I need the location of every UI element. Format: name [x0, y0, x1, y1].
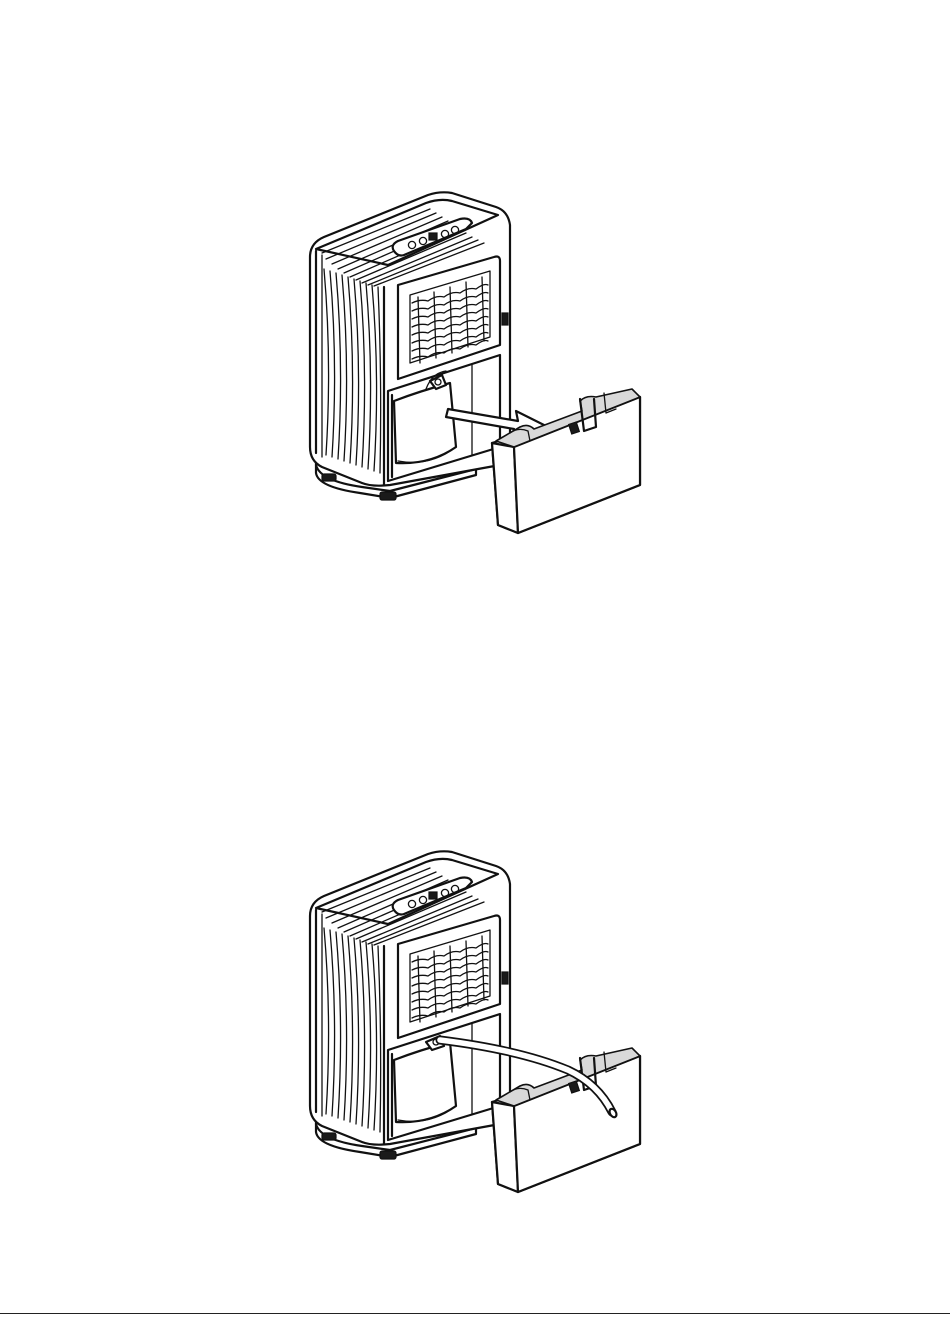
tank-removal-illustration — [0, 185, 950, 545]
drain-hose-illustration — [0, 850, 950, 1210]
tank-removal-figure — [0, 185, 950, 545]
footer-rule — [0, 1313, 950, 1314]
water-tank — [492, 389, 640, 533]
display-icon — [429, 892, 437, 899]
drain-hose-figure — [0, 850, 950, 1210]
side-latch-icon — [502, 313, 508, 325]
front-foot — [380, 492, 396, 500]
dehumidifier-unit — [310, 851, 510, 1159]
display-icon — [429, 233, 437, 240]
front-foot — [322, 1133, 336, 1140]
front-foot — [380, 1151, 396, 1159]
dehumidifier-unit — [310, 192, 510, 500]
front-foot — [322, 474, 336, 481]
side-latch-icon — [502, 972, 508, 984]
